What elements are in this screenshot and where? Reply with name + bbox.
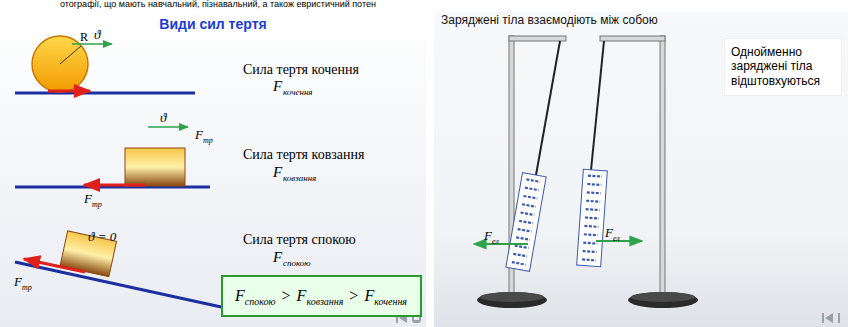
subscript: ковзання (306, 296, 343, 307)
velocity-arrow (72, 43, 112, 45)
charge-mark (519, 221, 533, 223)
note-text: Однойменно заряджені тіла відштовхуються (731, 45, 820, 88)
stand (477, 36, 566, 308)
friction-arrow (84, 184, 145, 187)
label: ϑ (160, 111, 166, 125)
label: F (14, 275, 22, 289)
note-box: Однойменно заряджені тіла відштовхуються (724, 38, 842, 96)
thread (591, 41, 604, 170)
label: F (605, 226, 613, 240)
symbol: F (297, 287, 307, 304)
charge-mark (512, 262, 526, 264)
label: спокою (283, 259, 311, 269)
charge-mark (582, 258, 596, 261)
symbol: F (364, 287, 374, 304)
subscript: спокою (245, 296, 276, 307)
label: Сила тертя кочення (243, 62, 359, 77)
charge-mark (518, 229, 532, 231)
charged-cylinder (506, 173, 546, 272)
label: ел (492, 238, 499, 247)
label: F (273, 78, 282, 95)
charge-mark (583, 250, 597, 253)
label: ϑ = 0 (88, 230, 116, 244)
formula-box: Fспокою > Fковзання > Fкочення (221, 275, 422, 317)
charge-mark (522, 204, 536, 206)
ground-line (15, 92, 195, 95)
comparison-sign: > (349, 287, 358, 304)
friction-arrow (48, 90, 90, 93)
page-text: отографії, що мають навчальний, пізнавал… (60, 0, 376, 10)
label: тр (92, 201, 102, 210)
label: кочення (283, 88, 313, 98)
friction-arrow (24, 259, 85, 272)
label: Заряджені тіла взаємодіють між собою (441, 14, 658, 27)
thread (536, 41, 560, 175)
incline-line (15, 262, 235, 310)
radius-line (60, 46, 81, 64)
charge-mark (521, 213, 535, 215)
label: ϑ (94, 28, 100, 42)
charge-mark (584, 233, 598, 236)
label: ковзання (283, 174, 316, 184)
subscript: кочення (374, 296, 407, 307)
nav-icons (396, 313, 840, 323)
label: Сила тертя ковзання (243, 147, 364, 162)
label: тр (22, 284, 32, 293)
charge-mark (584, 225, 598, 228)
charged-cylinder (577, 169, 608, 266)
charge-mark (526, 179, 540, 181)
stand (600, 36, 698, 308)
label: F (484, 229, 492, 243)
charge-mark (515, 246, 529, 248)
charge-mark (525, 188, 539, 190)
force-arrow (474, 243, 528, 245)
label: Сила тертя спокою (243, 232, 356, 247)
charge-mark (513, 254, 527, 256)
label: R (80, 31, 88, 44)
charge-mark (585, 216, 599, 219)
slide-ground (0, 12, 426, 327)
velocity-arrow (148, 126, 188, 128)
charge-mark (587, 191, 601, 194)
symbol: F (235, 287, 245, 304)
charge-mark (587, 183, 601, 186)
label: F (195, 128, 203, 142)
charge-mark (523, 196, 537, 198)
charge-mark (588, 175, 602, 178)
comparison-sign: > (282, 287, 291, 304)
label: F (273, 249, 282, 266)
charge-mark (586, 200, 600, 203)
label: ел (613, 235, 620, 244)
sliding-block (125, 148, 185, 186)
slide-ground (434, 12, 848, 327)
label: F (84, 192, 92, 206)
charge-mark (586, 208, 600, 211)
charge-mark (583, 242, 597, 245)
label: тр (203, 137, 213, 146)
label: F (273, 164, 282, 181)
slide-title: Види сил тертя (0, 16, 426, 32)
charge-mark (516, 237, 530, 239)
